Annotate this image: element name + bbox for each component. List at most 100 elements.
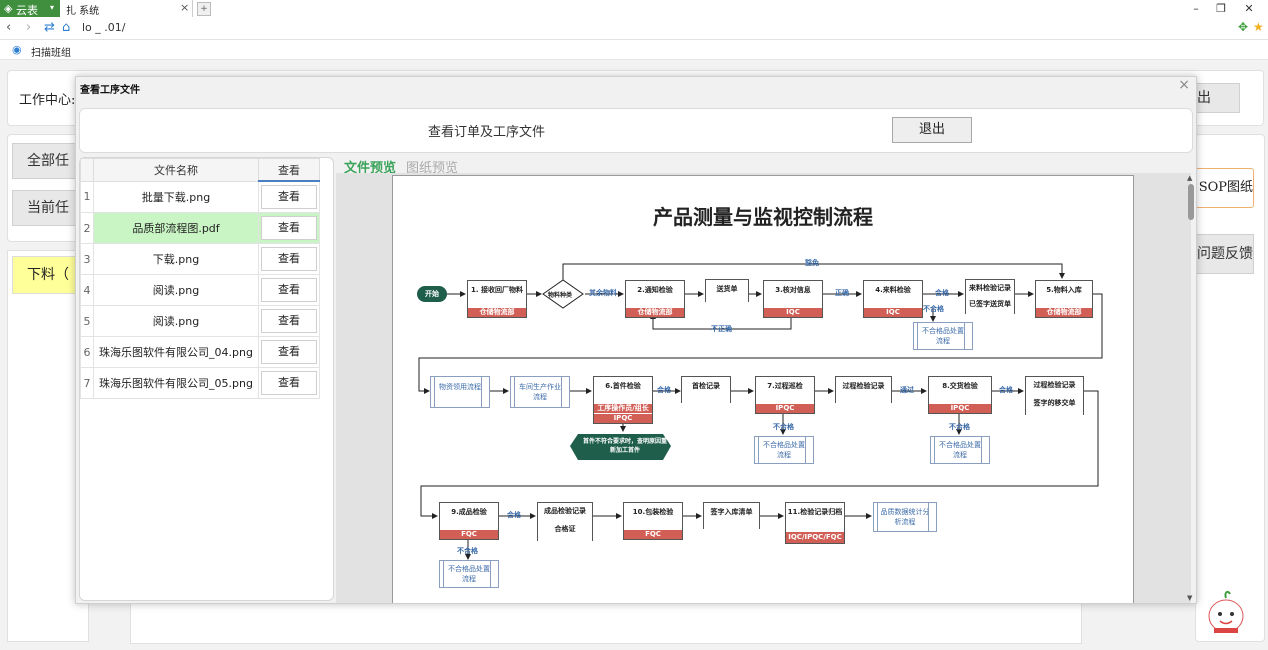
- scroll-down-icon[interactable]: ▼: [1187, 594, 1193, 602]
- app-logo-icon: ◈: [4, 2, 13, 15]
- edge-label: 不合格: [949, 423, 970, 431]
- extension-icon[interactable]: ✥: [1238, 20, 1249, 34]
- node-label: 9.成品检验: [451, 508, 487, 516]
- view-button[interactable]: 查看: [261, 216, 317, 240]
- file-name-header: 文件名称: [93, 158, 259, 182]
- tab-file-preview[interactable]: 文件预览: [344, 161, 397, 176]
- dialog-title: 查看工序文件: [80, 85, 140, 96]
- edge-label: 其余物料: [589, 289, 617, 297]
- edge-label: 豁免: [805, 259, 819, 267]
- doc-label: 来料检验记录: [969, 284, 1011, 292]
- app-menu-button[interactable]: ◈ 云表 ▾: [0, 0, 60, 17]
- bg-exit-button[interactable]: 出: [1196, 83, 1240, 113]
- refresh-icon[interactable]: ⇄: [44, 20, 55, 35]
- node-role-2: IPQC: [594, 414, 652, 423]
- node-material-requisition: 物资领用流程: [430, 376, 490, 408]
- maximize-icon[interactable]: ❐: [1216, 2, 1226, 15]
- browser-tab[interactable]: 扎 系统 ×: [60, 0, 193, 17]
- new-tab-button[interactable]: +: [197, 2, 211, 16]
- start-node: 开始: [417, 286, 447, 302]
- row-index: 5: [80, 305, 94, 337]
- home-icon[interactable]: ⌂: [62, 20, 71, 35]
- exit-button[interactable]: 退出: [892, 117, 972, 143]
- current-tasks-button[interactable]: 当前任: [12, 190, 84, 226]
- feed-task-card[interactable]: 下料（: [12, 256, 84, 294]
- row-index: 7: [80, 367, 94, 399]
- proc-label: 品质数据统计分析流程: [880, 508, 930, 526]
- close-tab-icon[interactable]: ×: [180, 1, 190, 14]
- edge-label: 通过: [900, 386, 914, 394]
- proc-label: 不合格品处置流程: [939, 441, 981, 459]
- edge-label: 合格: [657, 386, 671, 394]
- doc-incoming-record: 来料检验记录已签字送货单: [965, 279, 1015, 314]
- close-window-icon[interactable]: ✕: [1244, 2, 1254, 15]
- view-cell: 查看: [258, 367, 320, 399]
- pdf-viewer[interactable]: 产品测量与监视控制流程: [336, 173, 1191, 603]
- star-icon[interactable]: ★: [1253, 20, 1264, 34]
- minimize-icon[interactable]: –: [1193, 2, 1199, 15]
- scroll-thumb[interactable]: [1188, 184, 1194, 220]
- view-cell: 查看: [258, 305, 320, 337]
- node-label: 3.核对信息: [775, 286, 811, 294]
- sop-drawing-button[interactable]: SOP图纸: [1190, 168, 1254, 208]
- node-label: 11.检验记录归档: [787, 508, 843, 516]
- node-workshop-production: 车间生产作业流程: [510, 376, 570, 408]
- file-name-cell[interactable]: 下载.png: [93, 243, 259, 275]
- node-label: 8.交货检验: [942, 382, 978, 390]
- view-cell: 查看: [258, 336, 320, 368]
- node-final-inspection: 9.成品检验 FQC: [439, 502, 499, 540]
- scroll-up-icon[interactable]: ▲: [1187, 174, 1193, 182]
- file-name-cell[interactable]: 阅读.png: [93, 274, 259, 306]
- view-button[interactable]: 查看: [261, 247, 317, 271]
- node-role: IQC/IPQC/FQC: [786, 532, 844, 543]
- index-header: [80, 158, 94, 182]
- proc-label: 物资领用流程: [439, 383, 481, 391]
- node-role: FQC: [440, 530, 498, 539]
- node-receive-material: 1. 接收回厂物料仓储物流部: [467, 280, 527, 318]
- node-notify-inspection: 2.通知检验仓储物流部: [625, 280, 685, 318]
- view-button[interactable]: 查看: [261, 340, 317, 364]
- file-name-cell[interactable]: 珠海乐图软件有限公司_05.png: [93, 367, 259, 399]
- row-index: 1: [80, 180, 94, 213]
- chevron-down-icon: ▾: [50, 3, 55, 12]
- decision-diamond: [542, 279, 584, 309]
- flowchart-title: 产品测量与监视控制流程: [653, 205, 873, 229]
- proc-label: 不合格品处置流程: [763, 441, 805, 459]
- node-role: IQC: [864, 308, 922, 317]
- bookmark-scan-team[interactable]: 扫描班组: [31, 48, 71, 59]
- forward-icon[interactable]: ›: [26, 20, 32, 35]
- file-name-cell[interactable]: 批量下载.png: [93, 180, 259, 213]
- file-name-cell[interactable]: 品质部流程图.pdf: [93, 212, 259, 244]
- node-nonconforming-2: 不合格品处置流程: [754, 436, 814, 464]
- node-role: 仓储物流部: [468, 308, 526, 317]
- file-name-cell[interactable]: 阅读.png: [93, 305, 259, 337]
- all-tasks-button[interactable]: 全部任: [12, 143, 84, 179]
- doc-label: 成品检验记录: [544, 507, 586, 515]
- dialog-header-title: 查看订单及工序文件: [428, 125, 546, 140]
- tab-drawing-preview[interactable]: 图纸预览: [406, 161, 459, 176]
- node-nonconforming-3: 不合格品处置流程: [930, 436, 990, 464]
- row-index: 3: [80, 243, 94, 275]
- viewer-scrollbar[interactable]: ▲ ▼: [1187, 174, 1195, 604]
- view-button[interactable]: 查看: [261, 371, 317, 395]
- close-icon[interactable]: ×: [1178, 77, 1190, 93]
- url-input[interactable]: lo _ .01/: [82, 21, 126, 34]
- file-name-cell[interactable]: 珠海乐图软件有限公司_04.png: [93, 336, 259, 368]
- work-center-label: 工作中心:: [19, 93, 76, 108]
- assistant-mascot-icon[interactable]: [1206, 590, 1246, 636]
- feedback-button[interactable]: 问题反馈: [1190, 234, 1254, 274]
- view-button[interactable]: 查看: [261, 185, 317, 209]
- view-cell: 查看: [258, 243, 320, 275]
- view-button[interactable]: 查看: [261, 309, 317, 333]
- back-icon[interactable]: ‹: [6, 20, 12, 35]
- view-button[interactable]: 查看: [261, 278, 317, 302]
